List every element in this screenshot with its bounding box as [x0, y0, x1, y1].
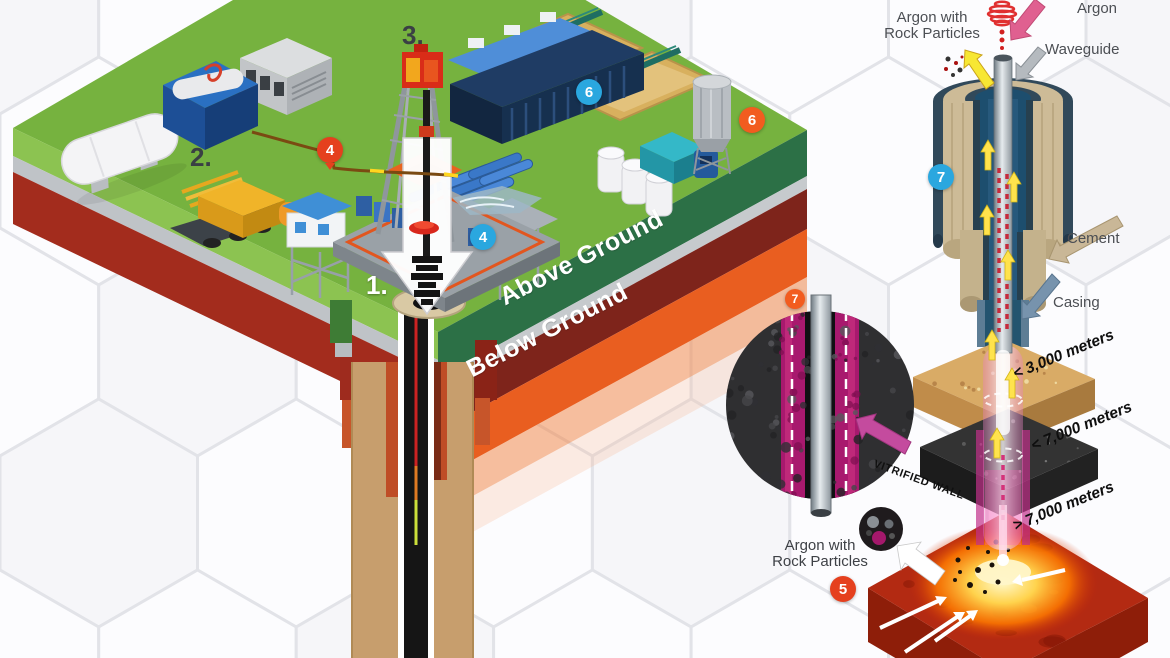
particle-sprinkle: [944, 55, 964, 77]
step-2-label: 2.: [190, 142, 212, 172]
magma-arrows: [879, 541, 1066, 654]
argon-rock-particles-bottom-label: Argon with Rock Particles: [772, 537, 868, 570]
gray-container-building: [240, 38, 332, 115]
badge-4-blue: 4: [470, 224, 496, 250]
vitrified-arrow-icon: [855, 413, 912, 455]
step-1-label: 1.: [366, 270, 388, 300]
vitrified-wall-inset: [726, 294, 914, 517]
cement-label: Cement: [1067, 230, 1120, 247]
cement-arrow-icon: [1048, 215, 1124, 264]
casing-label: Casing: [1053, 294, 1100, 311]
wellhead-spray: [452, 186, 542, 215]
badge-7-orange: 7: [785, 289, 805, 309]
argon-drip-dots: [999, 29, 1005, 50]
rock-particle-ball: [859, 507, 903, 551]
argon-label: Argon: [1077, 0, 1118, 17]
argon-rock-particles-top-label: Argon with Rock Particles: [884, 9, 980, 42]
badge-5-red: 5: [830, 576, 856, 602]
waveguide-arrow-icon: [1015, 46, 1047, 81]
badge-6-orange: 6: [739, 107, 765, 133]
teal-engine-unit: [640, 132, 718, 184]
white-tank-trio: [597, 146, 673, 217]
step-3-label: 3.: [402, 20, 424, 50]
beam-line-red: [414, 308, 418, 468]
badge-6-blue: 6: [576, 79, 602, 105]
rock-particle-dots: [953, 539, 1010, 594]
gyrotron-container: [163, 61, 258, 150]
waveguide-label: Waveguide: [1045, 41, 1120, 58]
water-silo-tower: [692, 74, 732, 175]
magma-layer: [868, 512, 1148, 658]
argon-flow-arrows: [979, 139, 1022, 459]
argon-out-arrow-icon: [963, 49, 995, 90]
casing-arrow-icon: [1021, 273, 1061, 320]
badge-4-red: 4: [317, 137, 343, 170]
argon-coil-icon: [986, 0, 1018, 27]
white-storage-tank: [60, 113, 187, 205]
beam-line-green: [414, 500, 418, 545]
argon-in-arrow-icon: [1009, 0, 1046, 41]
badge-7-blue: 7: [928, 164, 954, 190]
blue-machinery-row: [448, 12, 644, 144]
